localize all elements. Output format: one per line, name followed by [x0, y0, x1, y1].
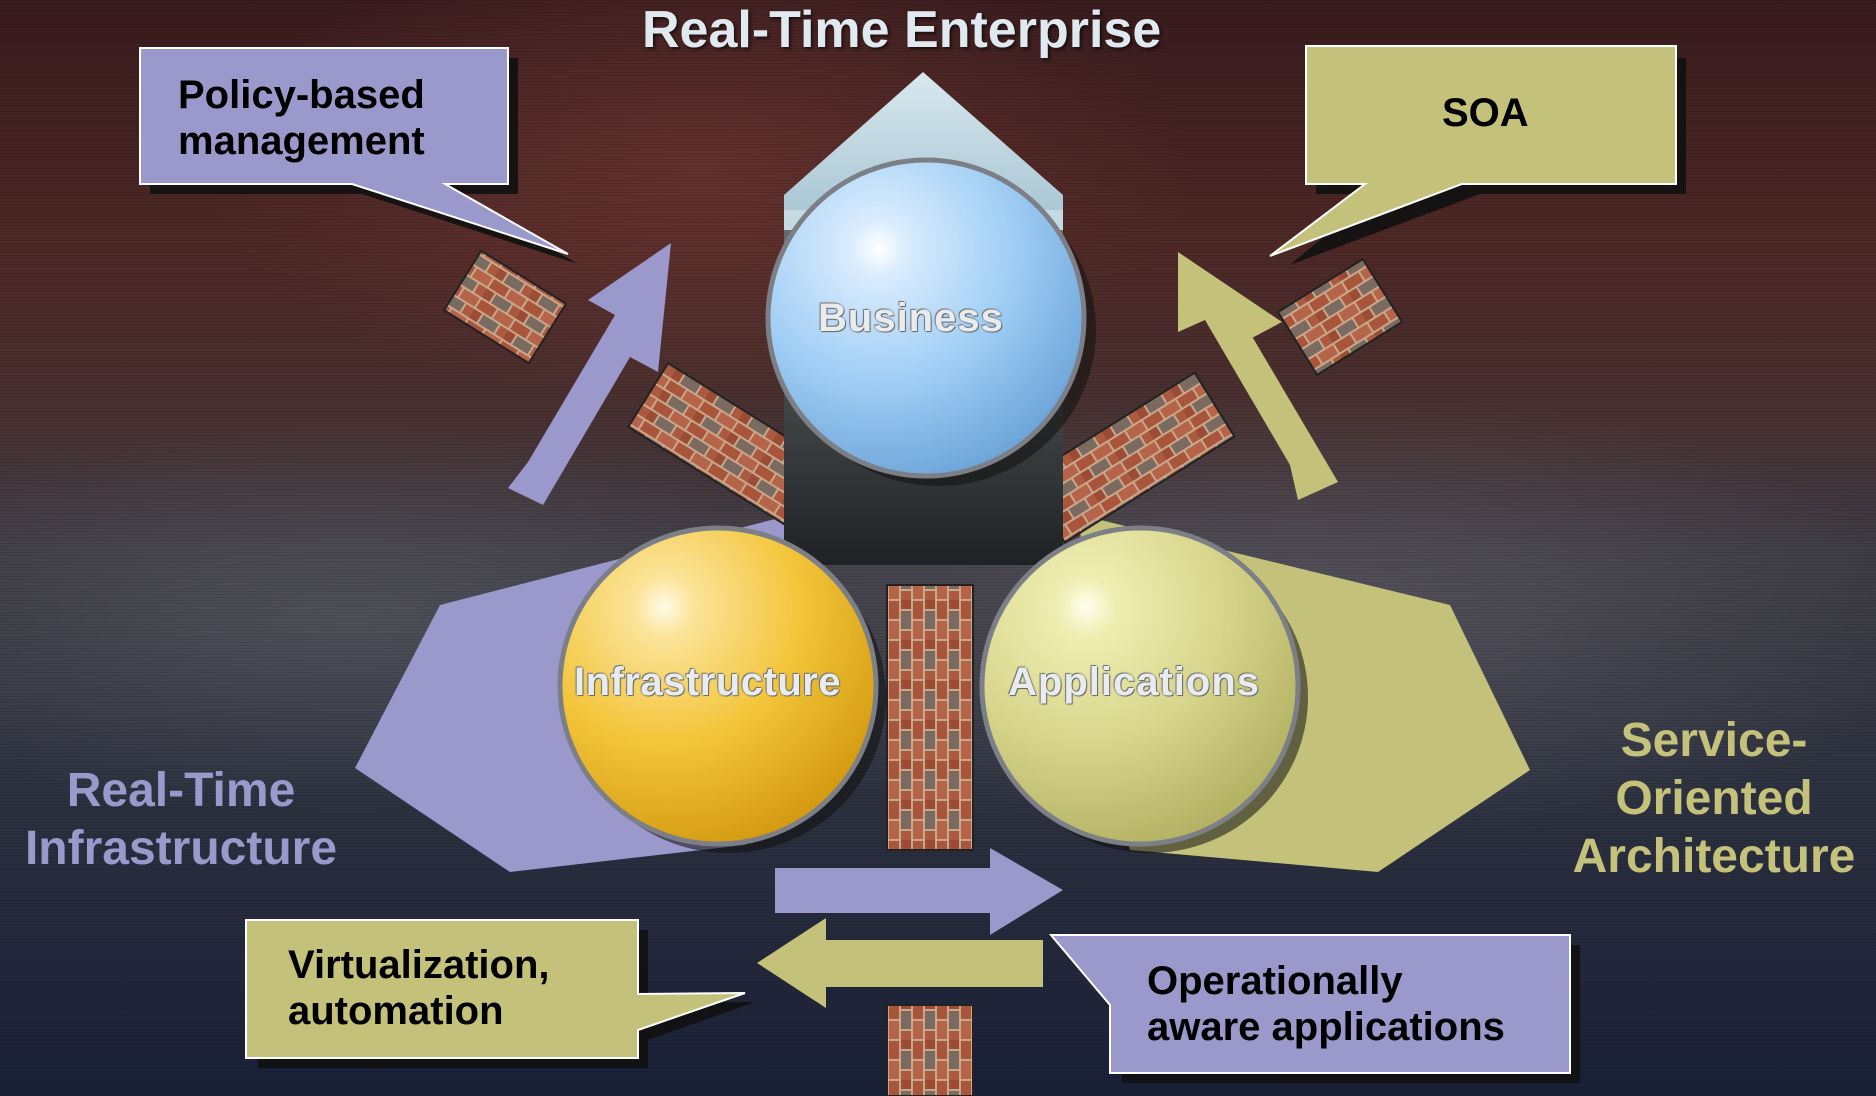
callout-soa-text: SOA — [1442, 91, 1529, 135]
arrow-up-left-lavender — [508, 243, 671, 505]
callout-virtualization-shape — [245, 919, 755, 1068]
soa-line-2: Oriented — [1615, 772, 1813, 825]
policy-line-1: Policy-based — [178, 73, 425, 117]
callout-virtualization-text: Virtualization, automation — [288, 942, 550, 1034]
soa-line-3: Architecture — [1572, 830, 1856, 883]
business-sphere — [765, 157, 1087, 479]
rti-line-1: Real-Time — [66, 764, 296, 817]
arrow-up-right-olive — [1178, 252, 1338, 500]
arrow-left-olive — [757, 918, 1043, 1008]
infrastructure-sphere — [557, 525, 879, 847]
operational-line-2: aware applications — [1147, 1005, 1505, 1049]
callout-soa-shape — [1269, 45, 1686, 265]
business-label: Business — [818, 296, 1004, 340]
virtualization-line-1: Virtualization, — [288, 943, 550, 987]
applications-label: Applications — [1008, 660, 1261, 704]
policy-line-2: management — [178, 119, 425, 163]
virtualization-line-2: automation — [288, 989, 504, 1033]
soa-line-1: Service- — [1620, 714, 1808, 767]
callout-policy-text: Policy-based management — [178, 72, 425, 164]
applications-sphere — [979, 525, 1301, 847]
brick-wall-top-left — [442, 249, 568, 365]
operational-line-1: Operationally — [1147, 959, 1403, 1003]
callout-policy-shape — [139, 47, 578, 264]
brick-wall-center — [886, 584, 974, 851]
infrastructure-label: Infrastructure — [574, 660, 842, 704]
real-time-infrastructure-label: Real-Time Infrastructure — [0, 762, 362, 878]
callout-operational-text: Operationally aware applications — [1147, 958, 1505, 1050]
callout-operational-shape — [1048, 934, 1580, 1083]
brick-wall-bottom — [886, 1004, 974, 1096]
diagram-title: Real-Time Enterprise — [642, 1, 1162, 59]
brick-wall-top-right — [1276, 257, 1404, 377]
soa-side-label: Service- Oriented Architecture — [1552, 712, 1876, 886]
rti-line-2: Infrastructure — [24, 822, 338, 875]
arrow-right-lavender — [775, 848, 1063, 935]
